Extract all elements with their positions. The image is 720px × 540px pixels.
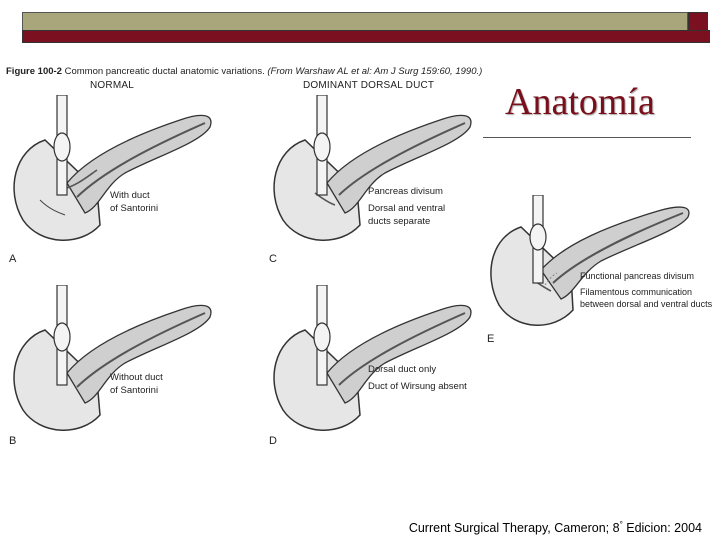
panel-e-line: between dorsal and ventral ducts [580, 299, 713, 309]
pancreas-illustration-a [13, 95, 212, 241]
panel-a-letter: A [9, 253, 17, 265]
figure-caption: Figure 100-2 Common pancreatic ductal an… [6, 66, 482, 77]
panel-d-line: Duct of Wirsung absent [368, 381, 467, 392]
pancreas-illustration-e [490, 195, 690, 326]
citation-edition: Edicion: 2004 [622, 521, 702, 536]
panel-b-line: of Santorini [110, 385, 159, 396]
slide-title: Anatomía [505, 81, 655, 123]
panel-e: Functional pancreas divisum Filamentous … [483, 195, 720, 350]
panel-c-label: Pancreas divisum Dorsal and ventral duct… [368, 185, 445, 228]
panel-a: With duct of Santorini A [5, 95, 235, 275]
panel-e-line: Filamentous communication [580, 287, 693, 297]
figure-number: Figure 100-2 [6, 66, 62, 77]
figure-caption-text: Common pancreatic ductal anatomic variat… [61, 66, 268, 77]
panel-d-letter: D [269, 435, 277, 447]
panel-c-line: ducts separate [368, 216, 431, 227]
panel-c-letter: C [269, 253, 277, 265]
column-header-normal: NORMAL [90, 80, 134, 91]
panel-e-line: Functional pancreas divisum [580, 271, 695, 281]
header-corner-square [688, 12, 708, 32]
citation-footer: Current Surgical Therapy, Cameron; 8° Ed… [409, 520, 702, 535]
title-divider [483, 137, 691, 138]
pancreas-illustration-c [273, 95, 472, 241]
figure-source: (From Warshaw AL et al: Am J Surg 159:60… [267, 66, 483, 77]
header-bar [22, 12, 688, 32]
header-stripe [22, 30, 710, 43]
panel-d-line: Dorsal duct only [368, 364, 437, 375]
panel-a-line: of Santorini [110, 203, 159, 214]
panel-d: Dorsal duct only Duct of Wirsung absent … [265, 285, 495, 455]
panel-c-line: Dorsal and ventral [368, 203, 446, 214]
panel-b-label: Without duct of Santorini [110, 371, 163, 397]
column-header-dominant-dorsal: DOMINANT DORSAL DUCT [303, 80, 435, 91]
panel-b-letter: B [9, 435, 17, 447]
panel-a-line: With duct [110, 190, 150, 201]
panel-c-line: Pancreas divisum [368, 186, 443, 197]
panel-a-label: With duct of Santorini [110, 189, 158, 215]
pancreas-illustration-d [273, 285, 472, 431]
citation-degree: ° [619, 520, 623, 529]
panel-e-letter: E [487, 333, 495, 345]
panel-c: Pancreas divisum Dorsal and ventral duct… [265, 95, 495, 275]
panel-d-label: Dorsal duct only Duct of Wirsung absent [368, 363, 467, 393]
citation-text: Current Surgical Therapy, Cameron; 8 [408, 521, 620, 536]
pancreas-illustration-b [13, 285, 212, 431]
panel-b: Without duct of Santorini B [5, 285, 235, 455]
panel-b-line: Without duct [110, 372, 163, 383]
panel-e-label: Functional pancreas divisum Filamentous … [580, 270, 712, 310]
